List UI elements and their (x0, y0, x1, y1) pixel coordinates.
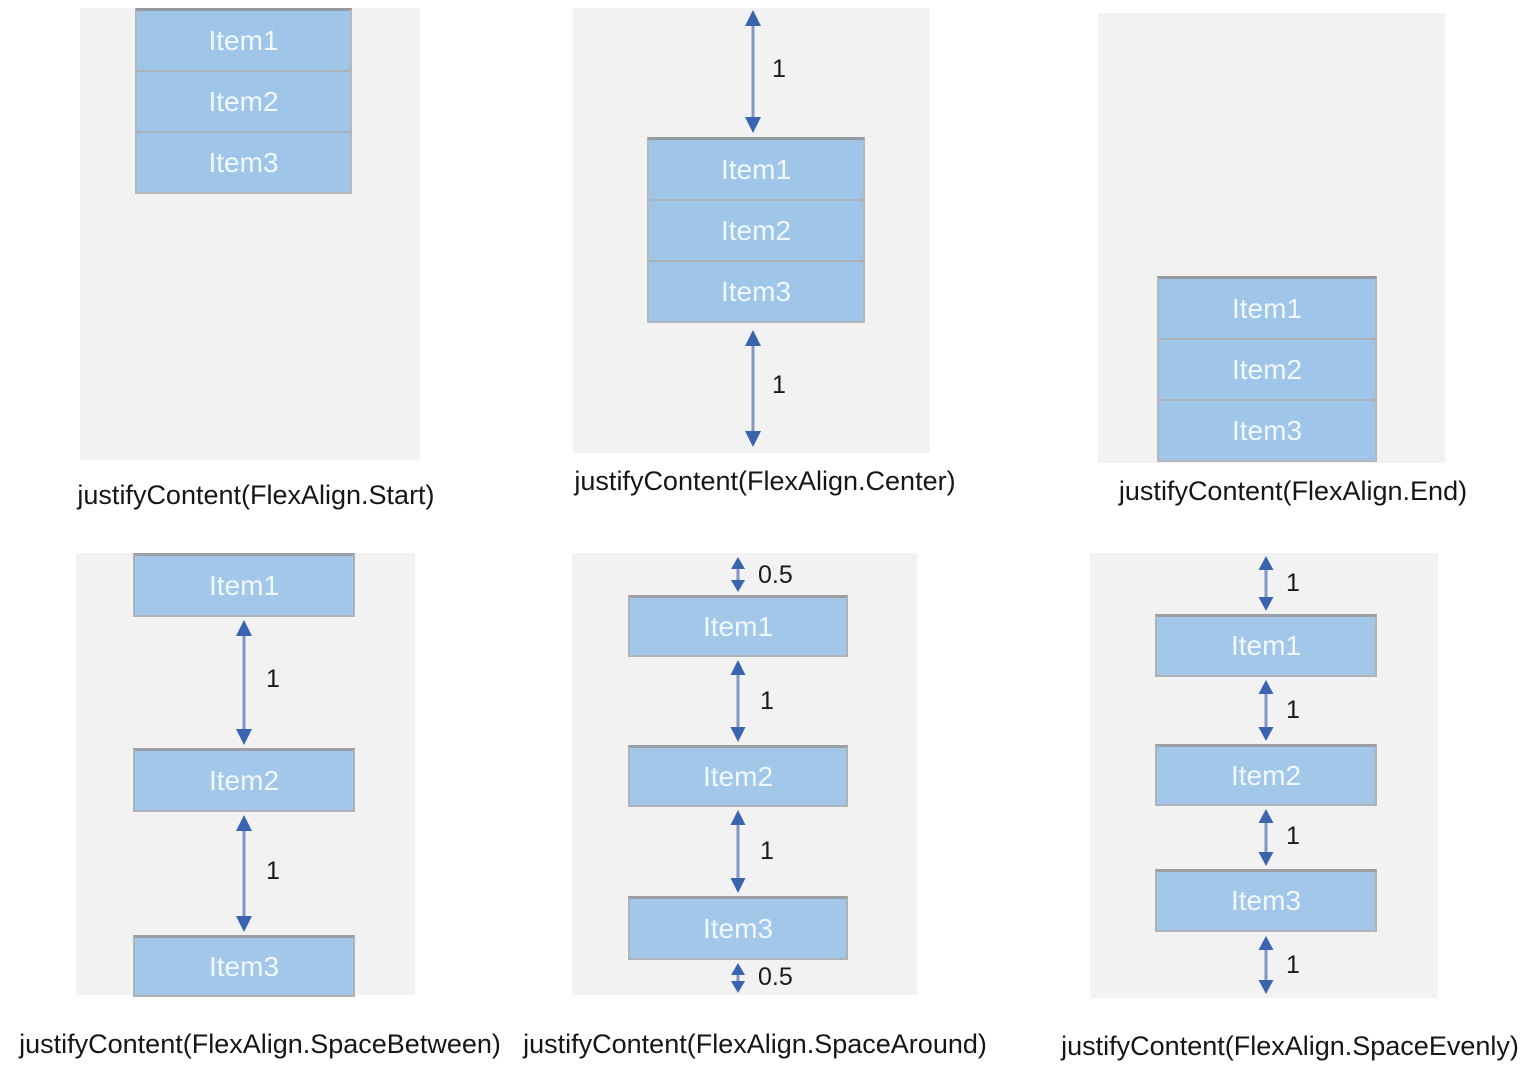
vertical-double-arrow-icon (1258, 936, 1274, 994)
flex-item: Item1 (137, 11, 350, 70)
vertical-double-arrow-icon (730, 660, 746, 742)
item-block: Item1 Item2 Item3 (135, 8, 352, 194)
gap-label: 1 (1286, 822, 1300, 850)
caption: justifyContent(FlexAlign.Start) (77, 480, 435, 510)
vertical-double-arrow-icon (731, 557, 745, 592)
flex-item: Item1 (133, 553, 355, 617)
flex-item: Item3 (133, 935, 355, 997)
caption: justifyContent(FlexAlign.SpaceBetween) (19, 1029, 501, 1059)
flex-item: Item2 (133, 748, 355, 812)
flex-item: Item3 (1155, 869, 1377, 932)
gap-label: 1 (266, 857, 280, 885)
vertical-double-arrow-icon (236, 620, 252, 745)
vertical-double-arrow-icon (745, 330, 761, 447)
caption: justifyContent(FlexAlign.SpaceAround) (523, 1029, 987, 1059)
vertical-double-arrow-icon (730, 810, 746, 893)
gap-label: 1 (266, 665, 280, 693)
flex-item: Item3 (628, 896, 848, 960)
flex-item: Item3 (649, 262, 863, 321)
vertical-double-arrow-icon (745, 10, 761, 133)
flex-item: Item2 (137, 72, 350, 131)
flex-item: Item2 (1159, 340, 1375, 399)
item-block: Item1 Item2 Item3 (647, 137, 865, 323)
gap-label: 1 (1286, 696, 1300, 724)
flex-item: Item3 (1159, 401, 1375, 460)
flex-item: Item3 (137, 133, 350, 192)
flex-item: Item1 (1159, 279, 1375, 338)
vertical-double-arrow-icon (731, 963, 745, 993)
gap-label: 1 (760, 687, 774, 715)
caption: justifyContent(FlexAlign.Center) (574, 466, 956, 496)
flex-item: Item2 (1155, 744, 1377, 806)
caption: justifyContent(FlexAlign.End) (1118, 476, 1468, 506)
flex-item: Item1 (649, 140, 863, 199)
gap-label: 0.5 (758, 963, 793, 991)
flex-item: Item1 (628, 595, 848, 657)
flex-item: Item2 (649, 201, 863, 260)
flex-item: Item2 (628, 745, 848, 807)
flex-item: Item1 (1155, 614, 1377, 677)
gap-label: 0.5 (758, 561, 793, 589)
caption: justifyContent(FlexAlign.SpaceEvenly) (1061, 1031, 1519, 1061)
gap-label: 1 (1286, 569, 1300, 597)
gap-label: 1 (760, 837, 774, 865)
vertical-double-arrow-icon (1258, 680, 1274, 741)
gap-label: 1 (1286, 951, 1300, 979)
vertical-double-arrow-icon (236, 815, 252, 932)
gap-label: 1 (772, 55, 786, 83)
gap-label: 1 (772, 371, 786, 399)
vertical-double-arrow-icon (1258, 556, 1274, 611)
vertical-double-arrow-icon (1258, 809, 1274, 866)
item-block: Item1 Item2 Item3 (1157, 276, 1377, 462)
